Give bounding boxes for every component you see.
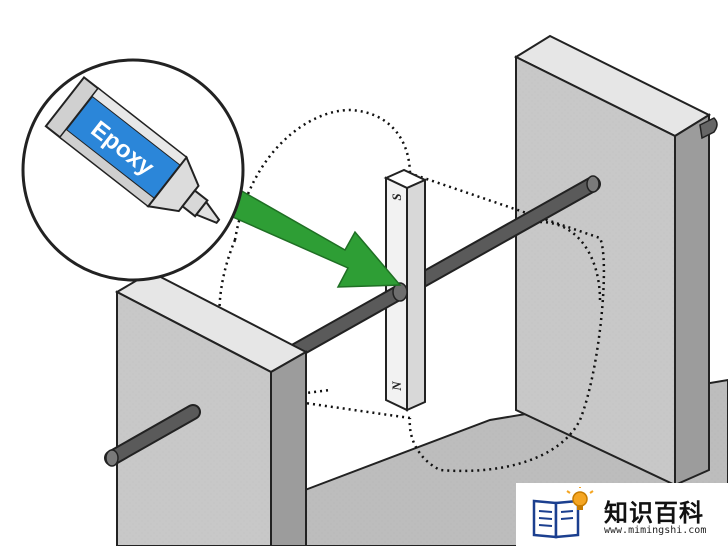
rotation-path (218, 108, 606, 473)
watermark-url: www.mimingshi.com (604, 525, 707, 536)
axle (400, 175, 601, 296)
right-support-block (513, 34, 718, 487)
axle-front (282, 282, 408, 362)
left-support-block (104, 270, 309, 546)
watermark-title: 知识百科 (604, 499, 704, 527)
green-arrow-icon (224, 189, 402, 288)
bar-magnet: S N (383, 168, 428, 412)
magnet-pole-s: S (389, 193, 404, 200)
book-lightbulb-icon (532, 487, 594, 539)
epoxy-tube-icon: Epoxy (44, 75, 221, 225)
magnet-pole-n: N (389, 381, 404, 392)
watermark: 知识百科 www.mimingshi.com (516, 483, 728, 546)
epoxy-callout: Epoxy (21, 58, 245, 282)
